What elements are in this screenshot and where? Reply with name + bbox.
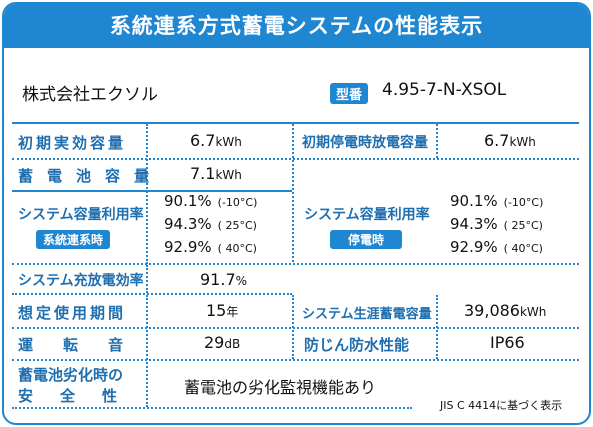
label-degradation-safety-line1: 蓄電池劣化時の bbox=[18, 366, 124, 384]
label-initial-outage-capacity: 初期停電時放電容量 bbox=[302, 135, 428, 151]
label-system-usage-outage: システム容量利用率 bbox=[304, 207, 430, 223]
row-divider bbox=[12, 158, 579, 160]
label-ip-rating: 防じん防水性能 bbox=[304, 336, 410, 354]
model-number: 4.95-7-N-XSOL bbox=[382, 80, 507, 100]
value-degradation-safety: 蓄電池の劣化監視機能あり bbox=[184, 378, 377, 397]
rate-outage-1: 90.1%(-10°C) bbox=[450, 192, 544, 210]
column-divider bbox=[436, 295, 438, 359]
value-battery-capacity: 7.1kWh bbox=[190, 164, 242, 183]
model-badge: 型番 bbox=[330, 83, 369, 104]
value-ip-rating: IP66 bbox=[490, 333, 525, 352]
value-initial-outage-capacity: 6.7kWh bbox=[484, 131, 536, 150]
label-charge-discharge-efficiency: システム充放電効率 bbox=[18, 273, 144, 289]
column-divider bbox=[436, 124, 438, 158]
table-top-rule bbox=[12, 122, 579, 124]
rate-grid-2: 94.3%( 25°C) bbox=[164, 215, 257, 233]
column-divider bbox=[292, 124, 294, 262]
label-degradation-safety-line2: 安全性 bbox=[18, 387, 145, 405]
card-title: 系統連系方式蓄電システムの性能表示 bbox=[4, 4, 589, 48]
row-divider bbox=[12, 190, 292, 192]
label-battery-capacity: 蓄電池容量 bbox=[18, 167, 164, 185]
rate-outage-2: 94.3%( 25°C) bbox=[450, 215, 543, 233]
label-lifetime-capacity: システム生涯蓄電容量 bbox=[302, 307, 432, 322]
row-divider bbox=[12, 327, 579, 329]
badge-outage: 停電時 bbox=[330, 230, 403, 249]
value-expected-period: 15年 bbox=[206, 301, 239, 320]
footnote: JIS C 4414に基づく表示 bbox=[440, 399, 563, 412]
label-system-usage-grid: システム容量利用率 bbox=[18, 207, 144, 223]
badge-grid-tie: 系統連系時 bbox=[36, 230, 111, 249]
row-divider bbox=[12, 263, 579, 265]
row-divider bbox=[12, 293, 292, 295]
label-initial-capacity: 初期実効容量 bbox=[18, 134, 127, 152]
value-charge-discharge-efficiency: 91.7% bbox=[200, 270, 248, 289]
value-lifetime-capacity: 39,086kWh bbox=[464, 301, 547, 320]
column-divider bbox=[146, 295, 148, 407]
column-divider bbox=[146, 265, 148, 293]
rate-grid-3: 92.9%( 40°C) bbox=[164, 238, 257, 256]
column-divider bbox=[146, 124, 148, 264]
row-divider bbox=[12, 359, 579, 361]
company-name: 株式会社エクソル bbox=[22, 85, 158, 105]
table-bottom-rule bbox=[12, 407, 412, 409]
rate-grid-1: 90.1%(-10°C) bbox=[164, 192, 258, 210]
rate-outage-3: 92.9%( 40°C) bbox=[450, 238, 543, 256]
column-divider bbox=[292, 295, 294, 359]
value-operation-sound: 29dB bbox=[204, 333, 241, 352]
value-initial-capacity: 6.7kWh bbox=[190, 131, 242, 150]
label-expected-period: 想定使用期間 bbox=[18, 304, 127, 322]
label-operation-sound: 運転音 bbox=[18, 336, 154, 354]
